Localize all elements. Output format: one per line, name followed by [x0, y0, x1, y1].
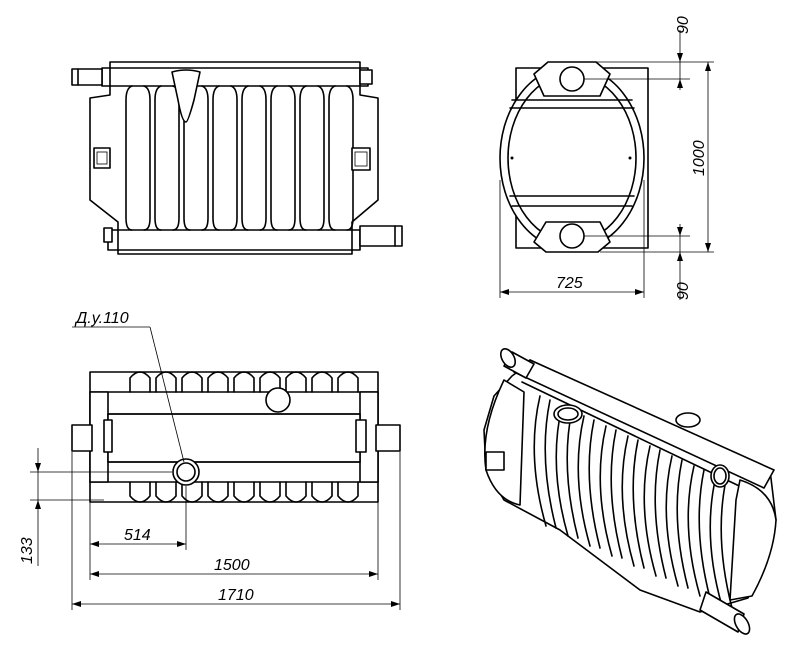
dim-total-length: 1710 [218, 587, 254, 604]
isometric-view [483, 348, 777, 635]
front-view [71, 371, 401, 503]
dim-inlet-height: 133 [19, 537, 36, 564]
dim-body-length: 1500 [214, 557, 250, 574]
dim-top-offset: 90 [675, 16, 692, 34]
end-view [499, 61, 649, 253]
dim-bottom-offset: 90 [675, 282, 692, 300]
dim-width-side: 725 [556, 275, 583, 292]
dim-inlet-label: Д.у.110 [74, 310, 129, 327]
top-view [71, 61, 403, 255]
dim-inlet-pos: 514 [124, 527, 151, 544]
end-view-dimensions [499, 30, 714, 300]
front-view-dimensions [30, 326, 401, 610]
dim-height: 1000 [691, 140, 708, 176]
